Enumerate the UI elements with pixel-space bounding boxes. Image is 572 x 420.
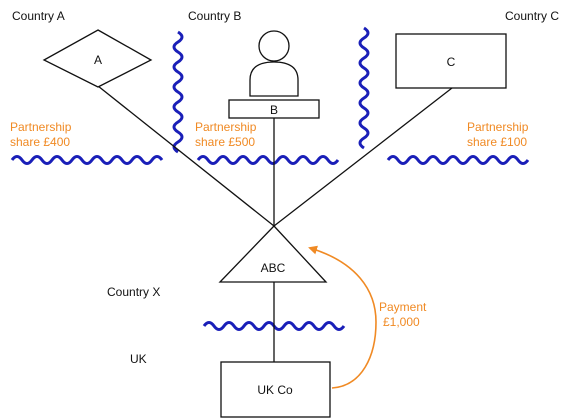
entity-abc-label: ABC xyxy=(261,261,286,275)
share-b-line1: Partnership xyxy=(195,120,257,134)
share-b-line2: share £500 xyxy=(195,135,255,149)
share-c-line1: Partnership xyxy=(467,120,529,134)
person-icon xyxy=(249,30,299,97)
border-wave-country-x-top-middle xyxy=(196,155,340,165)
payment-line1: Payment xyxy=(379,300,427,314)
entity-uk-co: UK Co xyxy=(220,361,331,418)
entity-b: B xyxy=(228,30,320,119)
border-wave-country-x-top-right xyxy=(386,155,530,165)
payment-annotation: Payment £1,000 xyxy=(379,300,427,329)
payment-arrow xyxy=(308,245,377,389)
entity-a: A xyxy=(42,29,153,88)
entity-b-label: B xyxy=(270,103,278,117)
entity-abc-triangle xyxy=(218,225,328,283)
region-label-uk: UK xyxy=(130,352,147,366)
share-annotation-a: Partnership share £400 xyxy=(10,120,72,149)
share-a-line2: share £400 xyxy=(10,135,70,149)
entity-uk-co-label: UK Co xyxy=(257,383,293,397)
share-annotation-b: Partnership share £500 xyxy=(195,120,257,149)
entity-uk-co-box xyxy=(220,361,331,418)
border-wave-country-x-top-left xyxy=(10,155,164,165)
entity-abc: ABC xyxy=(218,225,328,283)
share-annotation-c: Partnership share £100 xyxy=(467,120,529,149)
connector-a-to-abc xyxy=(97,85,275,227)
border-wave-b-c xyxy=(358,26,370,150)
region-label-country-a: Country A xyxy=(12,9,65,23)
share-a-line1: Partnership xyxy=(10,120,72,134)
region-label-country-c: Country C xyxy=(505,9,559,23)
entity-c-label: C xyxy=(447,55,456,69)
border-wave-a-b xyxy=(172,30,184,154)
payment-line2: £1,000 xyxy=(383,315,420,329)
entity-a-diamond xyxy=(42,29,153,88)
connector-c-to-abc xyxy=(273,87,453,227)
region-label-country-x: Country X xyxy=(107,285,160,299)
share-c-line2: share £100 xyxy=(467,135,527,149)
entity-c-box xyxy=(395,33,507,89)
entity-a-label: A xyxy=(94,53,102,67)
entity-c: C xyxy=(395,33,507,89)
entity-b-box xyxy=(228,99,320,119)
region-label-country-b: Country B xyxy=(188,9,241,23)
